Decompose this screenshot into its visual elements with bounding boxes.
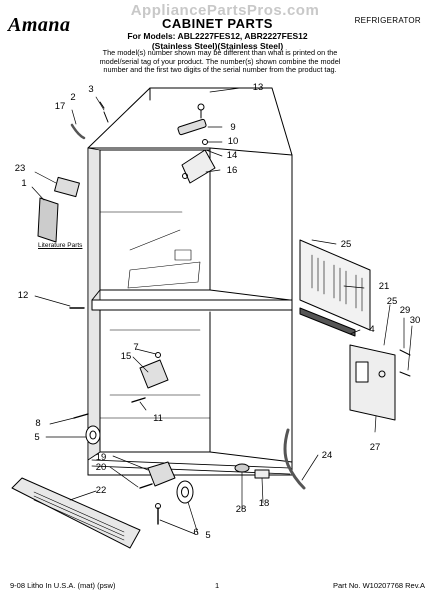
leader-lines	[31, 87, 413, 535]
kick-plate	[11, 477, 141, 549]
callout-27: 27	[369, 442, 381, 453]
callout-5a: 5	[34, 432, 40, 443]
side-screws	[69, 307, 89, 419]
callout-3: 3	[88, 84, 94, 95]
callout-18: 18	[258, 498, 270, 509]
callout-25b: 25	[386, 296, 398, 307]
callout-21: 21	[378, 281, 390, 292]
rollers	[85, 425, 194, 504]
note-line-1: The model(s) number shown may be differe…	[102, 48, 338, 57]
callout-4: 4	[369, 324, 375, 335]
model-note: The model(s) number shown may be differe…	[70, 48, 370, 75]
callout-24: 24	[321, 450, 333, 461]
callout-23: 23	[14, 163, 26, 174]
cabinet-body	[87, 87, 293, 476]
callout-25a: 25	[340, 239, 352, 250]
callout-13: 13	[252, 82, 264, 93]
callout-16: 16	[226, 165, 238, 176]
callout-30: 30	[409, 315, 421, 326]
bottom-hinge	[139, 461, 176, 525]
literature-parts-label: Literature Parts	[38, 242, 83, 249]
callout-6: 6	[193, 527, 199, 538]
document-type: REFRIGERATOR	[354, 16, 421, 25]
callout-28: 28	[235, 504, 247, 515]
callout-5b: 5	[205, 530, 211, 541]
control-box	[349, 344, 411, 421]
callout-12: 12	[17, 290, 29, 301]
callout-20: 20	[95, 462, 107, 473]
models-line-2: (Stainless Steel)(Stainless Steel)	[151, 41, 284, 51]
callout-14: 14	[226, 150, 238, 161]
callout-2: 2	[70, 92, 76, 103]
model-list: For Models: ABL2227FES12, ABR2227FES12 (…	[0, 31, 435, 51]
brand-logo: Amana	[8, 14, 71, 36]
footer-part-number: Part No. W10207768 Rev.A	[333, 581, 425, 590]
callout-8: 8	[35, 418, 41, 429]
page-title: CABINET PARTS	[162, 16, 273, 31]
watermark-text: AppliancePartsPros.com	[130, 2, 320, 19]
callout-10: 10	[227, 136, 239, 147]
lower-hinge-parts	[131, 352, 169, 403]
models-line-1: For Models: ABL2227FES12, ABR2227FES12	[127, 31, 308, 41]
small-fasteners-top	[70, 101, 109, 140]
rear-access-panel	[299, 239, 371, 337]
callout-17: 17	[54, 101, 66, 112]
note-line-3: number and the first two digits of the s…	[103, 65, 337, 75]
footer-print-info: 9-08 Litho In U.S.A. (mat) (psw)	[10, 581, 116, 590]
note-line-2: model/serial tag of your product. The nu…	[99, 56, 341, 66]
callout-7: 7	[133, 342, 139, 353]
callout-9: 9	[230, 122, 236, 133]
callout-15: 15	[120, 351, 132, 362]
callout-11: 11	[153, 413, 163, 424]
callout-29: 29	[399, 305, 411, 316]
callout-19: 19	[95, 452, 107, 463]
callout-22: 22	[95, 485, 107, 496]
literature-parts	[37, 176, 80, 243]
callout-1: 1	[21, 178, 27, 189]
footer-page-number: 1	[215, 581, 220, 590]
top-hinge-assembly	[177, 103, 216, 184]
